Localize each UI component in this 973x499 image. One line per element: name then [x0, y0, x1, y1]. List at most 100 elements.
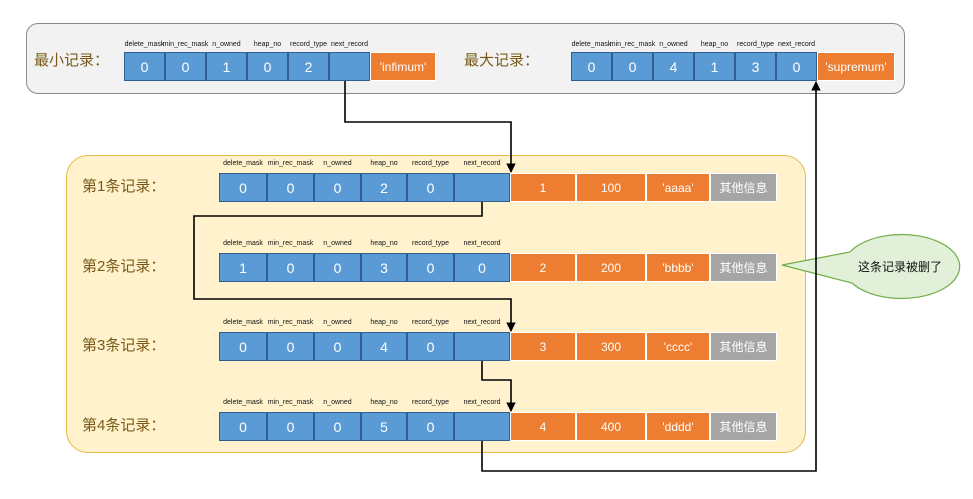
max-record-header-n-owned: n_owned [659, 41, 688, 48]
max-record-header-delete-mask: delete_mask [571, 41, 612, 48]
record-3-next-record-value [454, 332, 510, 361]
max-record-next-record-value: 0 [776, 52, 817, 81]
min-record-record-type-value: 2 [288, 52, 329, 81]
max-record-delete-mask-value: 0 [571, 52, 612, 81]
callout-bubble [781, 233, 961, 300]
record-1-header-next-record: next_record [463, 160, 501, 167]
record-2-data-text: 'bbbb' [646, 253, 710, 282]
record-4-header-min-rec-mask: min_rec_mask [267, 399, 314, 406]
record-4-data-id: 4 [510, 412, 576, 441]
max-record-data-value: 'supremum' [817, 52, 895, 81]
record-2-delete-mask-value: 1 [219, 253, 267, 282]
record-2-record-type-value: 0 [407, 253, 454, 282]
user-records-panel [66, 155, 806, 453]
max-record-header-min-rec-mask: min_rec_mask [609, 41, 656, 48]
record-4-data-value: 400 [576, 412, 646, 441]
record-1-n-owned-value: 0 [314, 173, 361, 202]
min-record-header-next-record: next_record [331, 41, 368, 48]
min-record-header-delete-mask: delete_mask [124, 41, 165, 48]
record-3-header-min-rec-mask: min_rec_mask [267, 319, 314, 326]
record-4-record-type-value: 0 [407, 412, 454, 441]
record-4-header-next-record: next_record [463, 399, 501, 406]
record-3-header-record-type: record_type [412, 319, 449, 326]
record-1-header-min-rec-mask: min_rec_mask [267, 160, 314, 167]
record-2-label: 第2条记录： [82, 258, 166, 275]
record-3-data-text: 'cccc' [646, 332, 710, 361]
record-2-min-rec-mask-value: 0 [267, 253, 314, 282]
record-2-header-heap-no: heap_no [370, 240, 398, 247]
record-1-next-record-value [454, 173, 510, 202]
record-1-data-value: 100 [576, 173, 646, 202]
min-record-header-record-type: record_type [290, 41, 327, 48]
pointer-record-4-to-supremum [481, 81, 821, 472]
record-1-delete-mask-value: 0 [219, 173, 267, 202]
min-record-heap-no-value: 0 [247, 52, 288, 81]
max-record-heap-no-value: 1 [694, 52, 735, 81]
record-1-header-n-owned: n_owned [323, 160, 352, 167]
record-2-header-min-rec-mask: min_rec_mask [267, 240, 314, 247]
record-3-data-value: 300 [576, 332, 646, 361]
record-1-header-heap-no: heap_no [370, 160, 398, 167]
record-3-n-owned-value: 0 [314, 332, 361, 361]
record-3-other-info: 其他信息 [710, 332, 777, 361]
record-1-other-info: 其他信息 [710, 173, 777, 202]
record-1-label: 第1条记录： [82, 178, 166, 195]
max-record-min-rec-mask-value: 0 [612, 52, 653, 81]
record-4-n-owned-value: 0 [314, 412, 361, 441]
record-4-heap-no-value: 5 [361, 412, 407, 441]
max-record-header-heap-no: heap_no [700, 41, 729, 48]
record-4-data-text: 'dddd' [646, 412, 710, 441]
record-2-header-record-type: record_type [412, 240, 449, 247]
record-4-header-delete-mask: delete_mask [223, 399, 263, 406]
record-4-header-record-type: record_type [412, 399, 449, 406]
record-3-header-heap-no: heap_no [370, 319, 398, 326]
record-2-heap-no-value: 3 [361, 253, 407, 282]
record-2-header-next-record: next_record [463, 240, 501, 247]
max-record-header-next-record: next_record [778, 41, 815, 48]
record-4-other-info: 其他信息 [710, 412, 777, 441]
record-3-header-next-record: next_record [463, 319, 501, 326]
record-3-delete-mask-value: 0 [219, 332, 267, 361]
callout-text: 这条记录被删了 [857, 260, 942, 274]
record-4-next-record-value [454, 412, 510, 441]
record-3-min-rec-mask-value: 0 [267, 332, 314, 361]
record-2-header-n-owned: n_owned [323, 240, 352, 247]
max-record-n-owned-value: 4 [653, 52, 694, 81]
record-1-data-id: 1 [510, 173, 576, 202]
min-record-n-owned-value: 1 [206, 52, 247, 81]
record-4-header-n-owned: n_owned [323, 399, 352, 406]
record-4-header-heap-no: heap_no [370, 399, 398, 406]
min-record-data-value: 'infimum' [370, 52, 436, 81]
record-3-data-id: 3 [510, 332, 576, 361]
min-record-label: 最小记录： [34, 52, 110, 69]
record-2-header-delete-mask: delete_mask [223, 240, 263, 247]
record-1-min-rec-mask-value: 0 [267, 173, 314, 202]
record-2-other-info: 其他信息 [710, 253, 777, 282]
max-record-record-type-value: 3 [735, 52, 776, 81]
record-2-next-record-value: 0 [454, 253, 510, 282]
min-record-header-heap-no: heap_no [253, 41, 282, 48]
record-3-header-n-owned: n_owned [323, 319, 352, 326]
record-1-data-text: 'aaaa' [646, 173, 710, 202]
record-3-header-delete-mask: delete_mask [223, 319, 263, 326]
record-4-min-rec-mask-value: 0 [267, 412, 314, 441]
pointer-infimum-to-record-1 [344, 67, 516, 173]
record-4-label: 第4条记录： [82, 417, 166, 434]
record-3-label: 第3条记录： [82, 337, 166, 354]
min-record-next-record-value [329, 52, 370, 81]
min-record-min-rec-mask-value: 0 [165, 52, 206, 81]
record-1-header-record-type: record_type [412, 160, 449, 167]
record-3-record-type-value: 0 [407, 332, 454, 361]
record-2-data-id: 2 [510, 253, 576, 282]
record-1-header-delete-mask: delete_mask [223, 160, 263, 167]
min-record-header-n-owned: n_owned [212, 41, 241, 48]
record-3-heap-no-value: 4 [361, 332, 407, 361]
max-record-header-record-type: record_type [737, 41, 774, 48]
record-2-data-value: 200 [576, 253, 646, 282]
min-record-header-min-rec-mask: min_rec_mask [162, 41, 209, 48]
record-4-delete-mask-value: 0 [219, 412, 267, 441]
max-record-label: 最大记录： [464, 52, 540, 69]
min-record-delete-mask-value: 0 [124, 52, 165, 81]
